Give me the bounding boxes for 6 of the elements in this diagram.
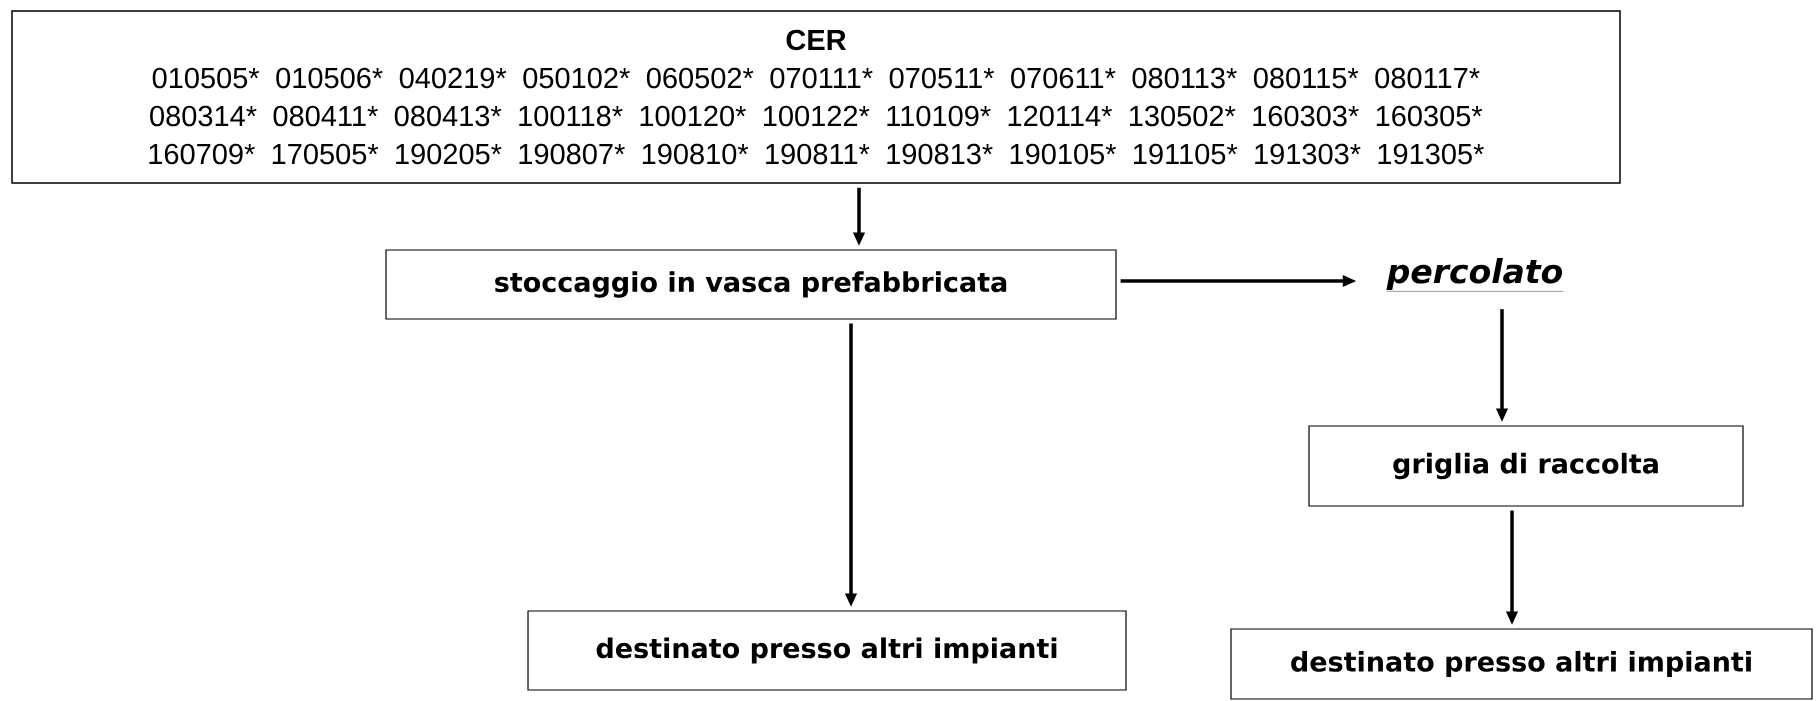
process-box: stoccaggio in vasca prefabbricata xyxy=(385,249,1117,320)
process-label: percolato xyxy=(1386,258,1564,292)
process-box: griglia di raccolta xyxy=(1308,425,1744,507)
code-list-box: CER 010505* 010506* 040219* 050102* 060502* 070111* 070511* 070611* 080113* 080115* 080117* 080314* 080411* 080413* 100118* 100120* 100122* 110109* 120114* 130502* 160303* 160305* 160709* 170505* 190205* 190807* 190810* 190811* 190813* 190105* 191105* 191303* 191305* xyxy=(11,10,1621,184)
process-box: destinato presso altri impianti xyxy=(527,610,1127,691)
process-box: destinato presso altri impianti xyxy=(1230,628,1813,700)
